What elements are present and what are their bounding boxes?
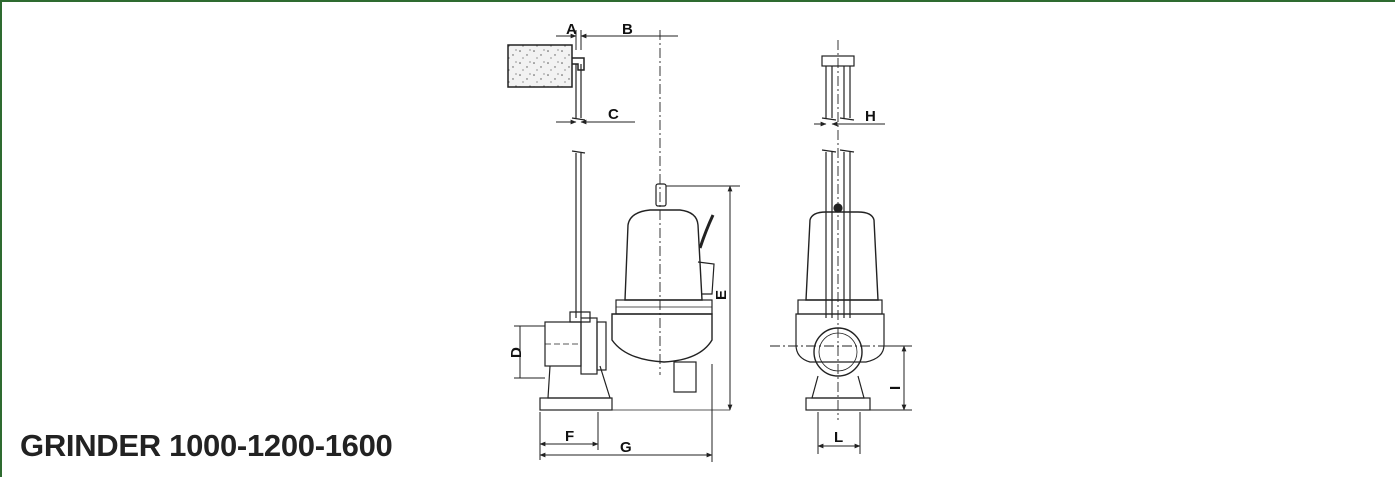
dim-label-i: I xyxy=(887,386,904,390)
side-view xyxy=(507,30,730,411)
motor-body xyxy=(624,209,703,301)
dim-label-a: A xyxy=(566,21,577,38)
dim-label-g: G xyxy=(620,439,632,456)
dim-label-f: F xyxy=(565,428,574,445)
dim-label-l: L xyxy=(834,429,843,446)
dim-label-h: H xyxy=(865,108,876,125)
guide-bracket xyxy=(572,57,585,71)
page-title: GRINDER 1000-1200-1600 xyxy=(20,428,393,463)
wall-block xyxy=(507,44,573,88)
dim-label-e: E xyxy=(713,290,730,300)
front-view xyxy=(770,40,900,420)
dim-label-c: C xyxy=(608,106,619,123)
dimension-lines xyxy=(514,30,912,462)
dim-label-b: B xyxy=(622,21,633,38)
dim-label-d: D xyxy=(508,347,525,358)
